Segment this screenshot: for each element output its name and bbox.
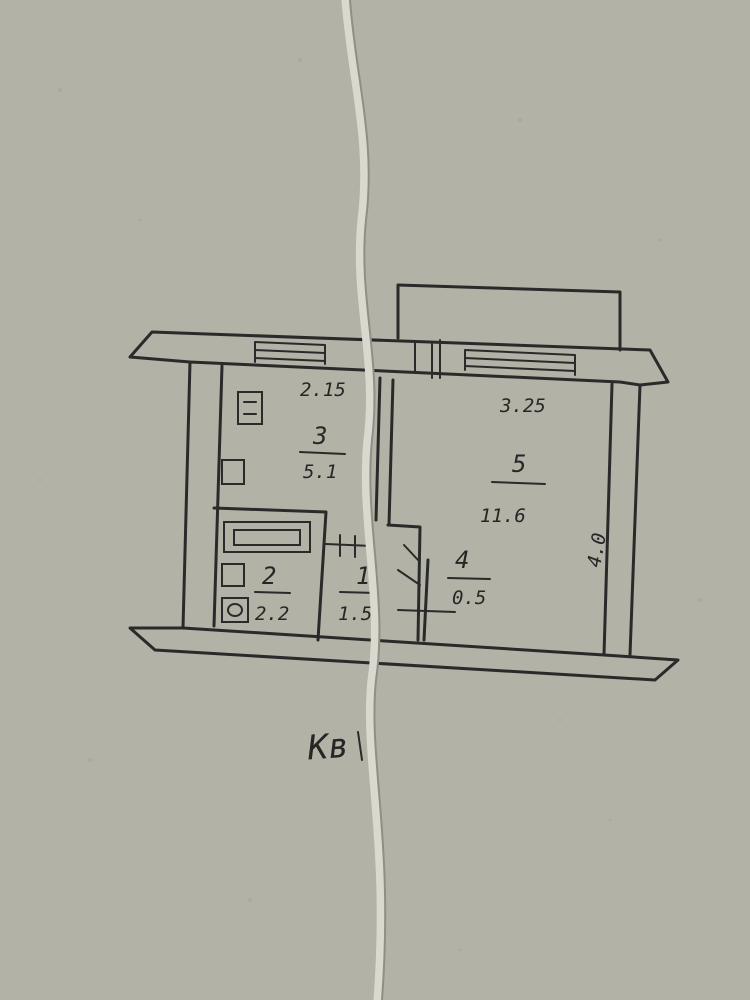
paper-texture	[38, 58, 702, 952]
apartment-annotation: Кв	[305, 726, 350, 769]
room-1-number: 1	[356, 562, 370, 590]
room-1-area: 1.5	[338, 603, 372, 625]
room-3-number: 3	[312, 422, 327, 450]
window-kitchen	[254, 341, 326, 365]
room-2-number: 2	[262, 562, 276, 590]
outer-wall-left	[181, 360, 224, 630]
room-4-area: 0.5	[452, 587, 486, 609]
toilet-icon	[221, 597, 249, 623]
stove-icon	[237, 391, 263, 425]
paper-fold-shadow	[349, 0, 387, 1000]
paper-fold	[341, 0, 386, 1000]
window-room	[464, 349, 576, 376]
outer-wall-bottom	[128, 626, 680, 682]
outer-wall-right	[602, 382, 642, 657]
outer-wall-top	[128, 330, 670, 387]
annotation-stroke	[357, 731, 363, 761]
washbasin-icon	[221, 563, 245, 587]
partition-kitchen-room	[374, 376, 395, 527]
room-4-fraction-bar	[447, 577, 491, 580]
room-2-area: 2.2	[255, 603, 289, 625]
room-5-number: 5	[512, 450, 526, 478]
partition-kitchen-bath	[212, 506, 328, 642]
balcony-door	[414, 339, 441, 379]
door-marks	[325, 534, 456, 613]
sink-icon	[221, 459, 245, 485]
partition-closet	[386, 523, 430, 642]
room-5-fraction-bar	[491, 481, 546, 485]
dimension-kitchen-width: 2.15	[300, 379, 346, 401]
room-2-fraction-bar	[254, 591, 291, 594]
dimension-room-width: 3.25	[499, 395, 546, 417]
room-3-area: 5.1	[303, 461, 337, 483]
room-4-number: 4	[455, 546, 469, 574]
room-5-area: 11.6	[480, 505, 526, 527]
room-3-fraction-bar	[299, 451, 346, 455]
bathtub-icon	[223, 521, 311, 553]
balcony-outline	[396, 283, 622, 352]
